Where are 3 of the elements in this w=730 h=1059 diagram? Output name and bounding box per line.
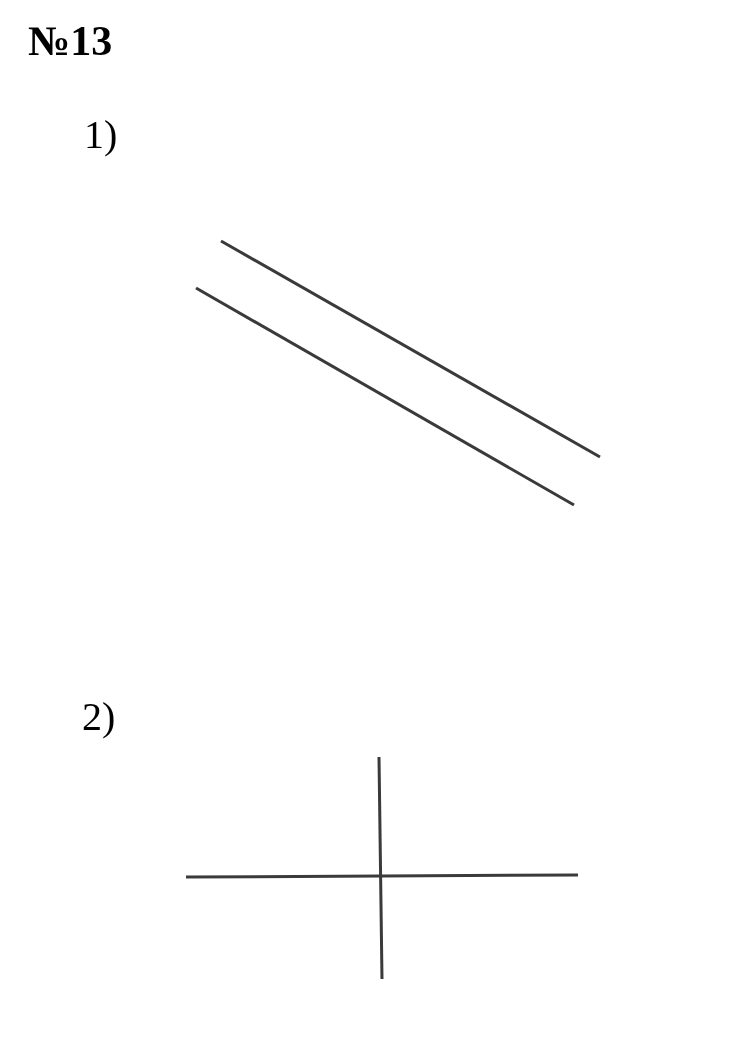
part-label: 2)	[82, 697, 116, 737]
exercise-number: №13	[28, 20, 113, 62]
part-label: 1)	[84, 115, 118, 155]
